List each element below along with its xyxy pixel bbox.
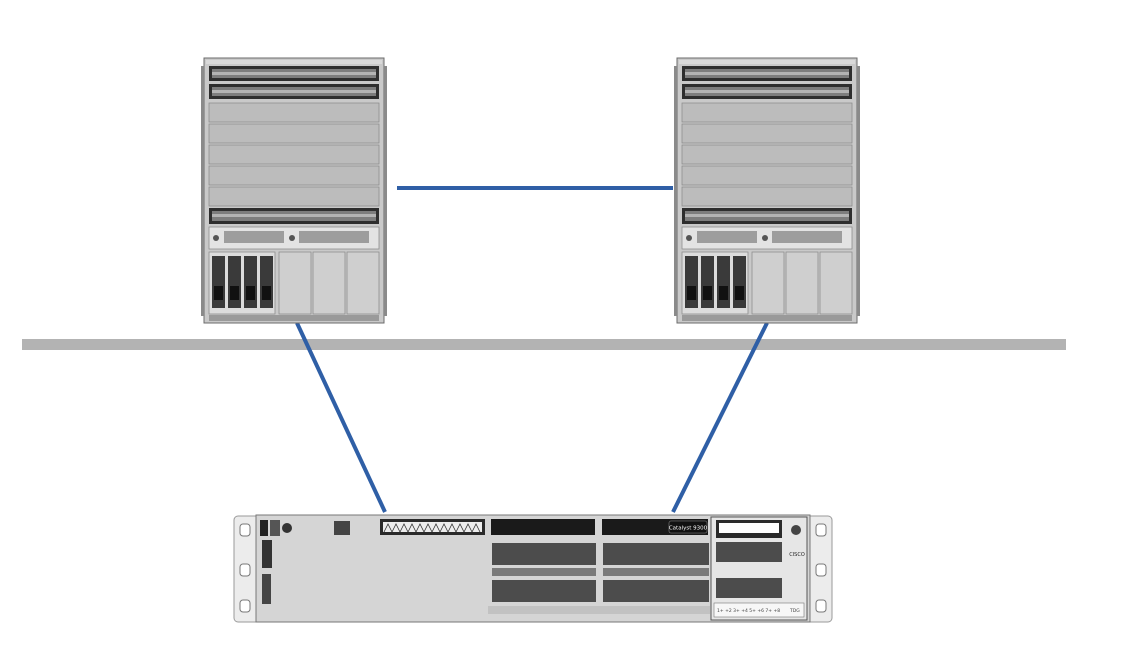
core-chassis-left — [200, 57, 388, 324]
switch-model-label: Catalyst 9300 — [669, 526, 708, 532]
core-chassis-right — [673, 57, 861, 324]
switch-port-numbers: 1+ +2 3+ +4 5+ +6 7+ +8 — [717, 608, 780, 614]
switch-uplink-tag: TDG — [789, 608, 800, 614]
uplink-right — [671, 322, 769, 513]
switch-brand-label: CISCO — [789, 552, 805, 558]
uplink-left — [295, 322, 387, 513]
access-switch: Catalyst 9300 CISCO 1+ +2 3+ +4 5+ +6 7+… — [233, 514, 833, 623]
backbone-bar — [22, 339, 1066, 350]
